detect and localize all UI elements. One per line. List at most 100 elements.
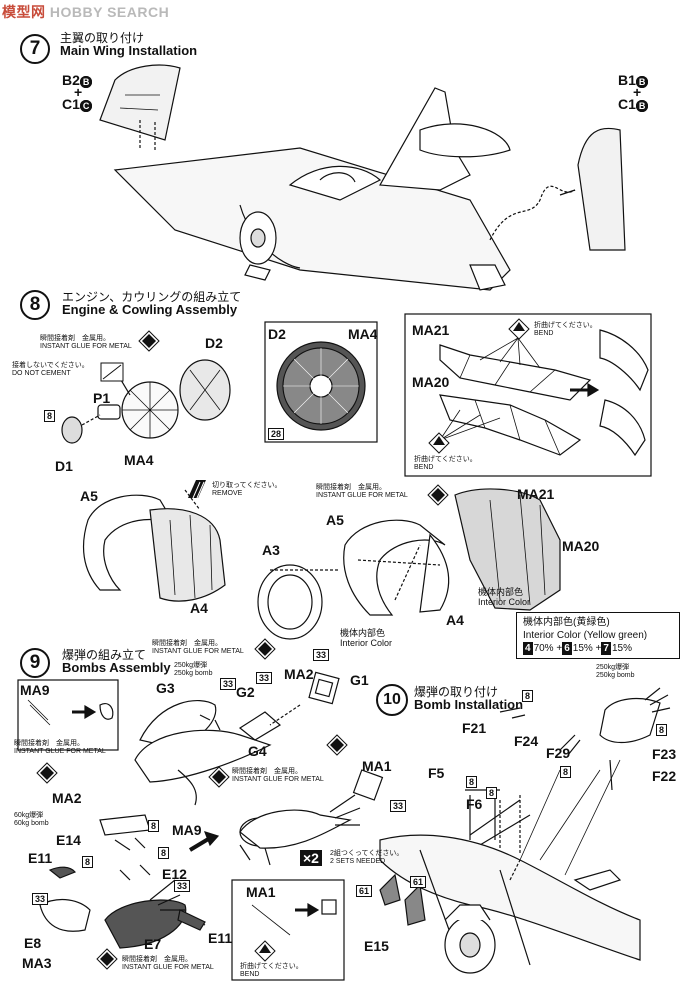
glue-note-9a-jp: 瞬間接着剤 金属用。 [152, 640, 222, 647]
part-g4: G4 [248, 743, 267, 759]
bend-note-top-en: BEND [534, 330, 554, 337]
part-e14: E14 [56, 832, 81, 848]
part-ma9-inset: MA9 [20, 682, 50, 698]
paint-badge-33d: 33 [390, 800, 407, 812]
part-f22: F22 [652, 768, 677, 784]
part-p1: P1 [93, 390, 111, 406]
glue-note-9c: 瞬間接着剤 金属用。 INSTANT GLUE FOR METAL [232, 768, 324, 784]
paint-badge-10-8b: 8 [656, 724, 668, 736]
glue-note-en: INSTANT GLUE FOR METAL [40, 343, 132, 350]
part-f6: F6 [466, 796, 483, 812]
glue-note-right-en: INSTANT GLUE FOR METAL [316, 492, 408, 499]
glue-note-9e: 瞬間接着剤 金属用。 INSTANT GLUE FOR METAL [122, 956, 214, 972]
watermark: 模型网 HOBBY SEARCH [2, 2, 169, 22]
paint-badge-33e: 33 [32, 893, 49, 905]
part-ma20-right: MA20 [562, 538, 600, 554]
interior-color-upper-en: Interior Color [478, 597, 531, 607]
step-9-number: 9 [20, 648, 50, 678]
glue-diamond-icon-9c [208, 766, 230, 788]
bend-note-bottom-jp: 折曲げてください。 [414, 456, 477, 463]
part-f29: F29 [546, 745, 571, 761]
inset-part-ma1: MA1 [246, 884, 276, 900]
bend-note-9-jp: 折曲げてください。 [240, 963, 303, 970]
part-e11-upper: E11 [28, 850, 53, 866]
no-cement-en: DO NOT CEMENT [12, 370, 71, 377]
color-mix-n2: 6 [562, 642, 572, 655]
interior-color-label-lower: 機体内部色 Interior Color [340, 628, 392, 648]
bend-box-ma20: MA20 [412, 374, 450, 390]
bomb-250-label-10: 250kg爆弾 250kg bomb [596, 664, 635, 680]
part-a4-right: A4 [446, 612, 464, 628]
paint-badge-33c: 33 [313, 649, 330, 661]
part-g3: G3 [156, 680, 175, 696]
part-ma2: MA2 [284, 666, 314, 682]
glue-diamond-icon-right [427, 484, 449, 506]
color-mix-p3: 15% [611, 643, 632, 654]
paint-badge-10-8c: 8 [560, 766, 572, 778]
part-e12: E12 [162, 866, 187, 882]
bend-box-ma21: MA21 [412, 322, 450, 338]
bend-icon-9 [254, 940, 276, 962]
sets-multiplier: ×2 [300, 850, 322, 866]
part-b1: B1 [618, 72, 636, 88]
part-c1-left: C1 [62, 96, 80, 112]
part-d1: D1 [55, 458, 73, 474]
step-8-number: 8 [20, 290, 50, 320]
glue-note-9c-en: INSTANT GLUE FOR METAL [232, 776, 324, 783]
step-9-title-jp: 爆弾の組み立て [62, 648, 147, 662]
bomb-60-label: 60kg爆弾 60kg bomb [14, 812, 49, 828]
bend-note-bottom-en: BEND [414, 464, 434, 471]
glue-diamond-icon-9d [326, 734, 348, 756]
part-ma21-right: MA21 [517, 486, 555, 502]
part-a3: A3 [262, 542, 280, 558]
part-f24: F24 [514, 733, 539, 749]
runner-badge-c: C [79, 100, 93, 112]
glue-note-9a-en: INSTANT GLUE FOR METAL [152, 648, 244, 655]
step-8-num: 8 [29, 294, 41, 315]
remove-note-en: REMOVE [212, 490, 243, 497]
part-e7: E7 [144, 936, 162, 952]
glue-note-9b: 瞬間接着剤 金属用。 INSTANT GLUE FOR METAL [14, 740, 106, 756]
glue-note-9b-en: INSTANT GLUE FOR METAL [14, 748, 106, 755]
color-box-jp: 機体内部色(黄緑色) [523, 617, 610, 628]
plus-sign-left: + [74, 84, 83, 100]
part-ma3: MA3 [22, 955, 52, 971]
sets-needed-en: 2 SETS NEEDED [330, 858, 386, 865]
glue-note-9b-jp: 瞬間接着剤 金属用。 [14, 740, 84, 747]
bend-up-icon [508, 318, 530, 340]
paint-badge-8: 8 [44, 410, 56, 422]
interior-color-label-upper: 機体内部色 Interior Color [478, 587, 530, 607]
part-d2: D2 [205, 335, 223, 351]
step-7-title-jp: 主翼の取り付け [60, 31, 145, 45]
watermark-latin: HOBBY SEARCH [49, 4, 170, 20]
step-7-number: 7 [20, 34, 50, 64]
part-c1-right: C1 [618, 96, 636, 112]
glue-diamond-icon-9e [96, 948, 118, 970]
paint-badge-61a: 61 [356, 885, 373, 897]
paint-badge-33a: 33 [220, 678, 237, 690]
glue-note-9a: 瞬間接着剤 金属用。 INSTANT GLUE FOR METAL [152, 640, 244, 656]
paint-badge-8b: 8 [82, 856, 94, 868]
step-9-num: 9 [29, 652, 41, 673]
part-f21: F21 [462, 720, 487, 736]
part-ma4: MA4 [124, 452, 154, 468]
step-10-title-jp: 爆弾の取り付け [414, 685, 499, 699]
color-mix-n1: 4 [523, 642, 533, 655]
part-a5-left: A5 [80, 488, 98, 504]
glue-note-9e-en: INSTANT GLUE FOR METAL [122, 964, 214, 971]
interior-color-mix-box: 機体内部色(黄緑色) Interior Color (Yellow green)… [516, 612, 680, 659]
step-7-title-en: Main Wing Installation [60, 43, 198, 58]
bomb-60-en: 60kg bomb [14, 820, 49, 827]
paint-badge-8c: 8 [158, 847, 170, 859]
step-10-number: 10 [376, 684, 408, 716]
color-mix-n3: 7 [601, 642, 611, 655]
paint-badge-10-8e: 8 [486, 787, 498, 799]
paint-badge-61b: 61 [410, 876, 427, 888]
sets-needed-jp: 2組つくってください。 [330, 850, 404, 857]
paint-badge-10-8a: 8 [522, 690, 534, 702]
